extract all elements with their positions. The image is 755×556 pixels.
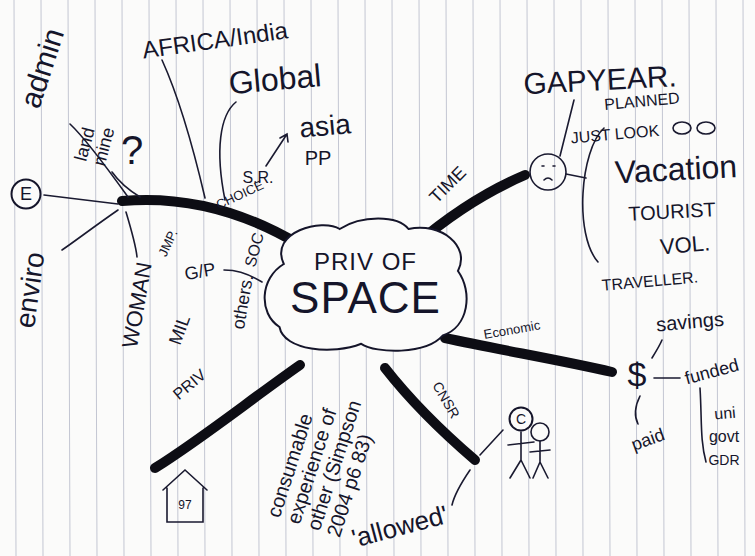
map-label: others. [229, 273, 257, 330]
map-label: enviro [10, 250, 50, 330]
branch [155, 365, 300, 468]
map-label: 97 [178, 499, 191, 512]
stick-figure [530, 441, 550, 478]
map-label: TIME [426, 163, 470, 207]
map-label: Vacation [614, 150, 738, 190]
leader-line [566, 174, 586, 178]
paper-rule [122, 0, 124, 556]
paper-rule [500, 0, 502, 556]
eye [697, 122, 715, 134]
map-label: consumable experience of other (Simpson … [263, 380, 386, 539]
map-label: uni [714, 405, 737, 424]
map-label: AFRICA/India [141, 17, 290, 62]
map-label: $ [628, 357, 647, 393]
node-outline-shape [510, 408, 533, 431]
node-text: C [516, 412, 526, 427]
map-label: G/P [183, 260, 217, 284]
map-label: CNSR [430, 379, 463, 421]
paper-rule [176, 0, 178, 556]
map-label: govt [709, 429, 739, 446]
leader-line [220, 102, 236, 200]
map-label: Economic [483, 318, 542, 341]
map-label: funded [683, 356, 741, 388]
bracket [583, 128, 604, 262]
map-label: JUST LOOK [570, 123, 660, 147]
map-label: paid [629, 425, 667, 454]
circle-node: E [10, 178, 42, 210]
map-label: SOC [242, 231, 267, 269]
branch [385, 368, 475, 460]
node-text: E [20, 185, 32, 204]
leader-line [126, 212, 137, 257]
house-icon [163, 470, 207, 522]
map-label: PP [305, 148, 332, 169]
map-label: savings [655, 309, 724, 336]
paper-rule [14, 0, 16, 556]
branch [445, 338, 612, 372]
node-text: PRIV OF [314, 249, 417, 274]
leader-line [480, 430, 503, 455]
leader-line [162, 60, 205, 198]
map-label: GDR [708, 453, 739, 468]
clock-face [542, 166, 555, 180]
node-outline-shape [12, 180, 41, 209]
clock-face [530, 154, 566, 190]
node-outline-shape [265, 219, 467, 351]
node-text: SPACE [290, 275, 441, 321]
eye [673, 122, 691, 134]
paper-rule [473, 0, 475, 556]
map-label: land mine [72, 112, 121, 168]
map-label: ? [121, 129, 143, 171]
thick-branches [122, 175, 612, 468]
map-label: 'allowed' [349, 501, 451, 553]
paper-rule [68, 0, 70, 556]
map-label: TOURIST [628, 199, 716, 225]
stick-figure [531, 423, 549, 441]
leader-line [654, 377, 680, 379]
map-label: Global [227, 59, 322, 101]
arrow-mark [266, 134, 288, 166]
paper-rule [716, 0, 718, 556]
paper-rule [95, 0, 97, 556]
leader-line [44, 195, 118, 204]
map-label: VOL. [659, 231, 711, 258]
stick-figure [508, 432, 534, 478]
leader-line [560, 100, 574, 156]
central-cloud: PRIV OFSPACE [258, 215, 473, 355]
leader-line [112, 172, 140, 197]
leader-line [452, 470, 470, 505]
branch [122, 200, 300, 245]
leader-line [652, 340, 662, 358]
map-label: admin [14, 24, 69, 111]
bracket [700, 388, 706, 462]
map-label: TRAVELLER. [601, 269, 699, 294]
thin-lines [44, 60, 715, 522]
paper-rule [743, 0, 745, 556]
map-label: asia [298, 109, 352, 143]
circle-node: C [508, 406, 534, 432]
leader-line [635, 396, 640, 424]
leader-line [62, 210, 118, 250]
map-label: MIL [166, 313, 194, 348]
map-label: PRIV [170, 367, 209, 404]
